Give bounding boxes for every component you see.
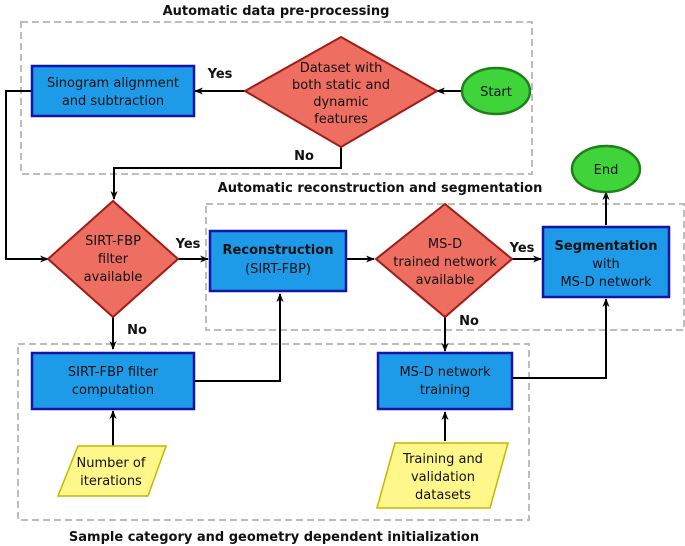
iterations-line-1: Number of (77, 456, 146, 471)
segmentation-line-1: Segmentation (555, 239, 658, 254)
no-label-dataset: No (294, 149, 314, 164)
dataset-decision-line-3: dynamic (313, 95, 369, 110)
dataset-decision-line-1: Dataset with (300, 61, 383, 76)
datasets-input-node: Training and validation datasets (376, 442, 509, 509)
no-label-sirt: No (127, 323, 147, 338)
segmentation-line-3: MS-D network (560, 275, 652, 290)
sirt-compute-line-1: SIRT-FBP filter (68, 365, 159, 380)
dataset-to-sirt-arrow (110, 147, 342, 200)
end-label: End (594, 163, 619, 178)
yes-label-sinogram: Yes (207, 67, 233, 82)
sinogram-node: Sinogram alignment and subtraction (30, 64, 196, 118)
start-label: Start (480, 85, 512, 100)
msd-training-node: MS-D network training (376, 351, 514, 411)
datasets-line-2: validation (411, 470, 475, 485)
sinogram-line-1: Sinogram alignment (47, 76, 179, 91)
sirt-decision-line-3: available (84, 270, 143, 285)
no-label-msd: No (459, 314, 479, 329)
yes-label-msd: Yes (509, 241, 535, 256)
msd-training-line-2: training (420, 383, 470, 398)
sirt-decision: SIRT-FBP filter available (46, 199, 180, 319)
reconstruction-title: Automatic reconstruction and segmentatio… (218, 181, 543, 196)
connectors (5, 87, 610, 446)
end-node: End (570, 144, 642, 194)
reconstruction-line-2: (SIRT-FBP) (245, 262, 311, 277)
sinogram-to-sirt-arrow (5, 90, 49, 263)
sirt-compute-node: SIRT-FBP filter computation (30, 351, 196, 411)
sirt-decision-line-2: filter (98, 252, 129, 267)
start-node: Start (460, 66, 532, 116)
msd-decision-line-2: trained network (393, 255, 497, 270)
dataset-decision-line-2: both static and (292, 78, 390, 93)
sirt-decision-line-1: SIRT-FBP (85, 234, 141, 249)
dataset-decision-line-4: features (314, 112, 368, 127)
segmentation-node: Segmentation with MS-D network (541, 225, 671, 299)
initialization-title: Sample category and geometry dependent i… (69, 530, 479, 545)
preprocessing-group (20, 21, 533, 175)
training-to-segmentation-arrow (512, 298, 610, 379)
datasets-line-1: Training and (402, 452, 483, 467)
msd-decision-line-3: available (416, 273, 475, 288)
preprocessing-title: Automatic data pre-processing (163, 4, 390, 19)
msd-training-line-1: MS-D network (399, 365, 491, 380)
iterations-line-2: iterations (80, 474, 142, 489)
compute-to-reconstruction-arrow (194, 293, 284, 382)
reconstruction-line-1: Reconstruction (223, 243, 334, 258)
yes-label-sirt: Yes (175, 237, 201, 252)
datasets-line-3: datasets (415, 488, 471, 503)
initialization-group (17, 343, 530, 521)
msd-decision-line-1: MS-D (428, 237, 462, 252)
iterations-input-node: Number of iterations (56, 445, 168, 497)
reconstruction-node: Reconstruction (SIRT-FBP) (208, 229, 348, 293)
sirt-compute-line-2: computation (72, 383, 154, 398)
msd-decision: MS-D trained network available (374, 202, 514, 319)
segmentation-line-2: with (592, 257, 620, 272)
sinogram-line-2: and subtraction (62, 94, 164, 109)
dataset-decision: Dataset with both static and dynamic fea… (242, 35, 440, 149)
